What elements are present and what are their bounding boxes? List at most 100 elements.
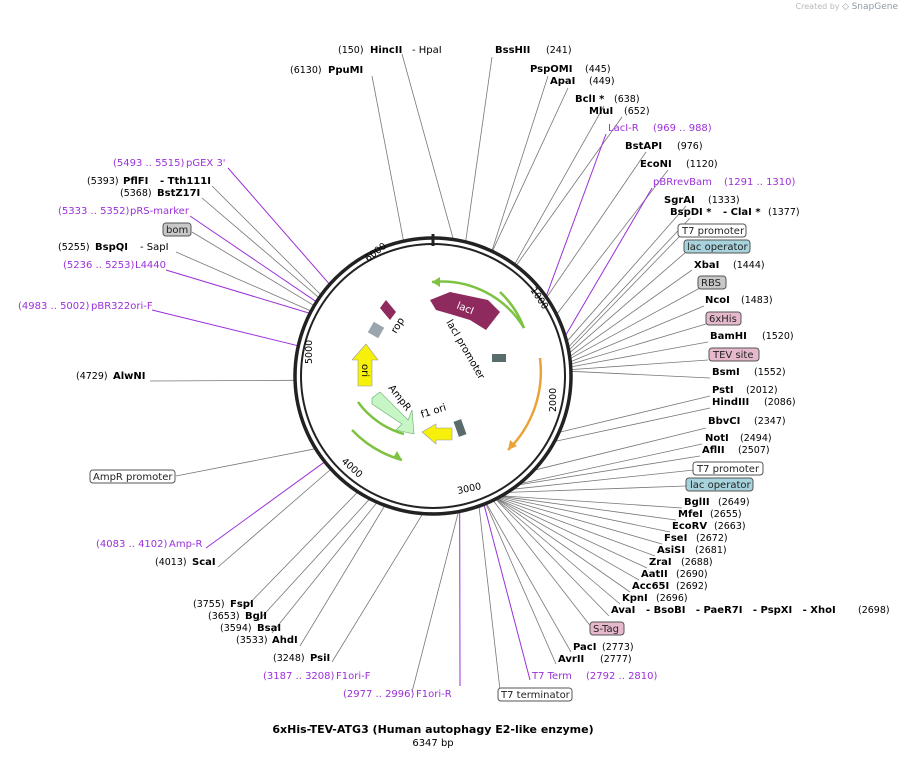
leader-line [496, 498, 640, 581]
boxed-features: T7 promoter lac operator RBS 6xHis TEV s… [89, 222, 764, 702]
site-label: ApaI(449) [550, 76, 615, 87]
leader-line [211, 185, 322, 296]
credit-brand: SnapGene [851, 2, 898, 12]
svg-text:lac operator: lac operator [687, 242, 748, 253]
leader-line [485, 503, 557, 665]
tev-site-box: TEV site [708, 347, 760, 362]
leader-line [568, 251, 687, 354]
t7-promoter-box-2: T7 promoter [692, 461, 764, 476]
site-label: KpnI(2696) [622, 593, 688, 604]
svg-text:RBS: RBS [701, 278, 721, 289]
6xhis-box: 6xHis [705, 311, 742, 326]
site-label: (3653)BglI [208, 611, 267, 622]
site-label: EcoRV(2663) [672, 521, 746, 532]
leader-line [507, 485, 687, 493]
site-label: BsmI(1552) [712, 367, 786, 378]
site-label: (3755)FspI [193, 599, 254, 610]
svg-text:S-Tag: S-Tag [593, 624, 619, 635]
lac-operator-box: lac operator [683, 239, 751, 254]
leader-line [485, 503, 572, 653]
leader-line [554, 407, 711, 442]
orf-arrowhead [393, 451, 402, 460]
svg-text:T7 terminator: T7 terminator [500, 690, 571, 701]
ori-label: ori [359, 364, 370, 377]
site-label: (5368)BstZ17I [120, 188, 200, 199]
leader-line [175, 448, 316, 477]
leader-line [564, 187, 653, 337]
leader-line [517, 455, 701, 486]
site-label: AsiSI(2681) [657, 545, 727, 556]
leader-line [331, 513, 424, 663]
leader-line [495, 498, 621, 605]
primer-label: (5333 .. 5352)pRS-marker [58, 206, 190, 217]
leader-line [566, 205, 687, 342]
orf-arc-green [431, 280, 526, 329]
site-label: NcoI(1483) [705, 295, 773, 306]
snapgene-logo-icon: ◇ [842, 2, 850, 12]
site-label: BssHII(241) [495, 45, 572, 56]
orf-arrowhead [432, 277, 440, 287]
lac-operator-box-2: lac operator [685, 477, 754, 492]
leader-line [491, 87, 569, 252]
orf-arrowhead [508, 440, 517, 450]
leader-line [570, 323, 707, 365]
leader-line [175, 251, 312, 312]
leader-line [501, 495, 683, 509]
orf-arc-green-amp2 [356, 401, 405, 436]
rop-box [367, 321, 385, 339]
leader-line [546, 151, 647, 298]
leader-line [465, 56, 493, 242]
tick-label: 5000 [304, 340, 315, 364]
site-label: ZraI(2688) [649, 557, 713, 568]
f1-ori-mark [453, 419, 467, 437]
leader-line [257, 498, 371, 622]
leader-line [227, 167, 331, 285]
primer-label: (2977 .. 2996)F1ori-R [343, 689, 452, 700]
leader-line [151, 309, 299, 347]
site-label: NotI(2494) [705, 433, 772, 444]
plasmid-name: 6xHis-TEV-ATG3 (Human autophagy E2-like … [272, 723, 593, 736]
leader-line [569, 287, 701, 360]
leader-line [492, 500, 593, 629]
tick-label: 3000 [456, 481, 482, 497]
orf-arc-orange [507, 357, 543, 451]
rop-feature [380, 300, 396, 320]
snapgene-credit: Created by ◇ SnapGene [796, 2, 898, 12]
site-label: (6130)PpuMI [290, 65, 363, 76]
laci-feature [430, 292, 500, 330]
orf-arc-green-2 [499, 291, 526, 329]
site-label: (3248)PsiI [273, 653, 330, 664]
site-label: XbaI(1444) [694, 260, 765, 271]
ampr-promoter-box: AmpR promoter [89, 469, 176, 484]
leader-line [568, 235, 681, 351]
leader-line [570, 341, 709, 368]
site-label: HindIII(2086) [712, 397, 796, 408]
leader-line [498, 496, 663, 545]
s-tag-box: S-Tag [589, 621, 625, 636]
leader-line [500, 495, 677, 521]
svg-text:6xHis: 6xHis [709, 314, 737, 325]
leader-line [496, 498, 648, 569]
leader-line [499, 496, 671, 533]
leader-line [570, 359, 709, 370]
site-label: MluI(652) [589, 106, 650, 117]
leader-line [515, 116, 623, 267]
leader-line [518, 443, 703, 485]
leader-lines [149, 53, 711, 693]
primers: LacI-R(969 .. 988) pBRrevBam(1291 .. 131… [18, 123, 796, 700]
leader-line [496, 498, 631, 593]
leader-line [569, 269, 693, 357]
leader-line [371, 75, 404, 242]
ampr-feature [371, 391, 415, 435]
site-label: AflII(2507) [702, 445, 770, 456]
primer-label: LacI-R(969 .. 988) [608, 123, 712, 134]
laci-promoter-mark [492, 354, 506, 362]
site-label: EcoNI(1120) [640, 159, 718, 170]
site-label: (5393)PflFI- Tth111I [87, 176, 211, 187]
site-label: PacI(2773) [573, 642, 634, 653]
site-label: (4013)ScaI [155, 557, 216, 568]
site-label: AvrII(2777) [558, 654, 632, 665]
site-label: BclI *(638) [575, 94, 640, 105]
leader-line [165, 269, 311, 314]
